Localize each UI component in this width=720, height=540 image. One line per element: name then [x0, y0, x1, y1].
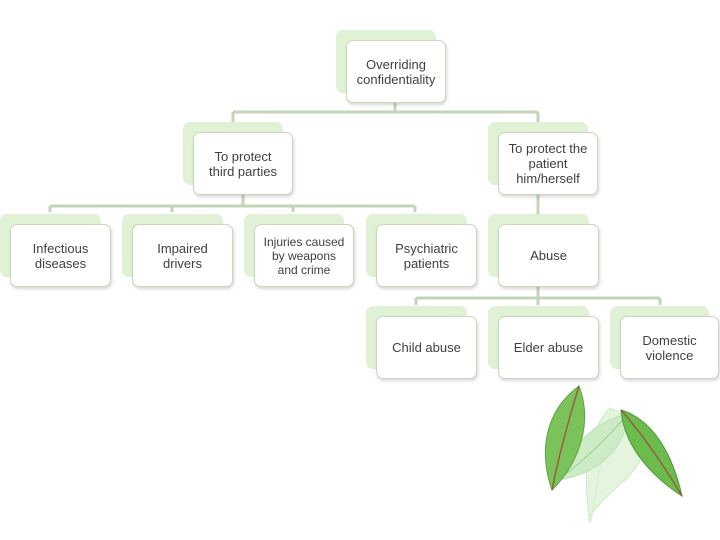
node-elder-abuse: Elder abuse — [488, 306, 599, 379]
leaves-icon — [544, 385, 683, 523]
node-injuries-weapons-crime: Injuries caused by weapons and crime — [244, 214, 354, 287]
node-label: Psychiatric patients — [376, 224, 477, 287]
node-abuse: Abuse — [488, 214, 599, 287]
node-label: Elder abuse — [498, 316, 599, 379]
connector-third-parties — [48, 195, 417, 212]
node-label: To protect the patient him/herself — [498, 132, 598, 195]
node-label: Infectious diseases — [10, 224, 111, 287]
connector-abuse — [414, 287, 662, 305]
node-impaired-drivers: Impaired drivers — [122, 214, 233, 287]
node-domestic-violence: Domestic violence — [610, 306, 719, 379]
node-protect-patient: To protect the patient him/herself — [488, 122, 598, 195]
connector-root — [231, 103, 540, 132]
connector-lines — [48, 103, 662, 305]
node-psychiatric-patients: Psychiatric patients — [366, 214, 477, 287]
node-protect-third-parties: To protect third parties — [183, 122, 293, 195]
node-label: Child abuse — [376, 316, 477, 379]
node-infectious-diseases: Infectious diseases — [0, 214, 111, 287]
node-label: Impaired drivers — [132, 224, 233, 287]
node-overriding-confidentiality: Overriding confidentiality — [336, 30, 446, 103]
node-label: Injuries caused by weapons and crime — [254, 224, 354, 287]
node-label: Domestic violence — [620, 316, 719, 379]
node-label: To protect third parties — [193, 132, 293, 195]
node-label: Overriding confidentiality — [346, 40, 446, 103]
node-child-abuse: Child abuse — [366, 306, 477, 379]
node-label: Abuse — [498, 224, 599, 287]
